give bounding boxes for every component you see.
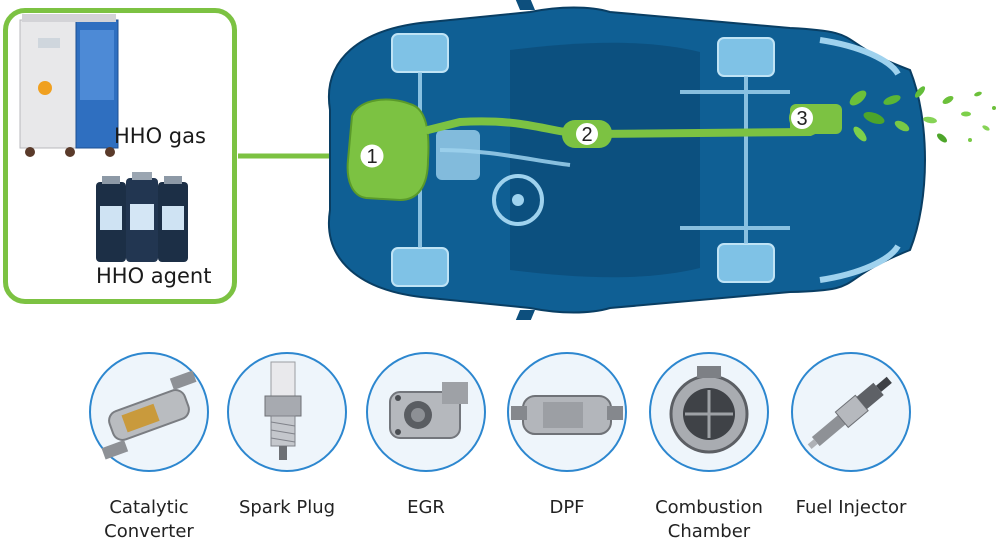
- green-leaves-icon: [849, 86, 996, 143]
- marker-1: 1: [357, 141, 387, 171]
- catalytic-converter-icon: [101, 370, 197, 460]
- spark-plug-item: [227, 352, 347, 472]
- hho-agent-bottles-icon: [96, 172, 188, 262]
- spark-plug-icon: [264, 361, 302, 460]
- hho-gas-label: HHO gas: [114, 124, 206, 148]
- dpf-filter-icon: [511, 395, 623, 435]
- spark-plug-label: Spark Plug: [238, 497, 336, 518]
- combustion-chamber-icon: [669, 366, 749, 454]
- fuel-injector-item: [791, 352, 911, 472]
- dpf-label: DPF: [549, 497, 585, 518]
- fuel-injector-label: Fuel Injector: [795, 497, 907, 518]
- engine-block: [346, 98, 430, 202]
- dpf-item: [507, 352, 627, 472]
- egr-label: EGR: [407, 497, 445, 518]
- egr-item: [366, 352, 486, 472]
- combustion-chamber-label: Combustion Chamber: [655, 497, 763, 542]
- catalytic-converter-label: Catalytic Converter: [104, 497, 194, 542]
- hho-generator-machine-icon: [19, 14, 119, 157]
- car-top-view: 1 2 3: [238, 0, 996, 320]
- svg-text:3: 3: [796, 108, 807, 130]
- combustion-chamber-item: [649, 352, 769, 472]
- svg-text:1: 1: [366, 146, 377, 168]
- hho-agent-label: HHO agent: [96, 264, 212, 288]
- marker-2: 2: [562, 120, 612, 148]
- egr-valve-icon: [389, 382, 468, 439]
- svg-text:2: 2: [581, 124, 592, 146]
- marker-3: 3: [789, 105, 815, 131]
- fuel-injector-icon: [807, 376, 892, 450]
- catalytic-converter-item: [89, 352, 209, 472]
